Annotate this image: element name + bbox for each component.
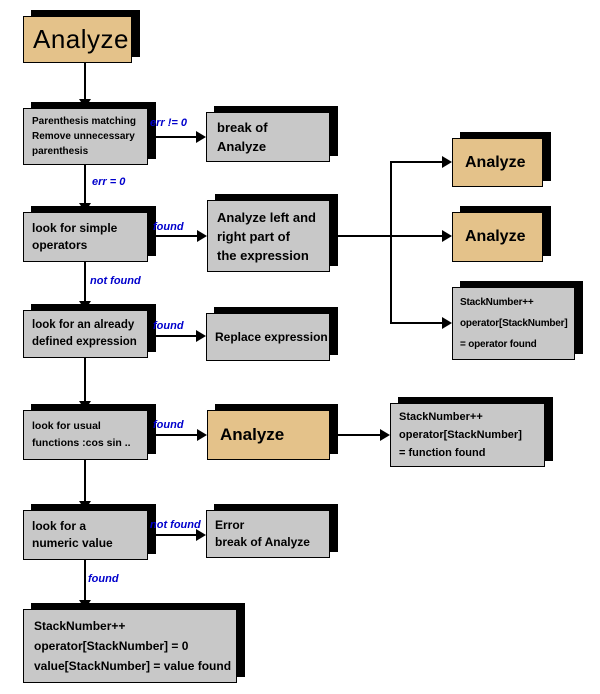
node-line: functions :cos sin ..	[32, 437, 131, 449]
edge-label-not-found-operators: not found	[90, 275, 141, 287]
node-line: right part of	[217, 228, 290, 244]
connector-line	[84, 460, 86, 510]
node-line: break of	[217, 120, 268, 135]
node-line: Error	[215, 518, 245, 532]
edge-label-not-found-numeric: not found	[150, 519, 201, 531]
arrow-right-icon	[196, 131, 206, 143]
connector-line	[84, 63, 86, 108]
arrow-down-icon	[79, 301, 91, 310]
node-label: Analyze	[220, 425, 285, 444]
node-line: look for simple	[32, 221, 118, 235]
node-parenthesis-matching: Parenthesis matching Remove unnecessary …	[23, 108, 148, 165]
edge-label-err-zero: err = 0	[92, 176, 126, 188]
connector-line	[84, 358, 86, 410]
node-look-numeric-value: look for a numeric value	[23, 510, 148, 560]
node-look-already-defined: look for an already defined expression	[23, 310, 148, 358]
node-line: parenthesis	[32, 146, 89, 157]
connector-line	[84, 165, 86, 212]
connector-line	[330, 235, 444, 237]
arrow-down-icon	[79, 600, 91, 609]
arrow-right-icon	[197, 429, 207, 441]
connector-line	[390, 161, 444, 163]
edge-label-found-expression: found	[153, 320, 184, 332]
connector-line	[330, 434, 382, 436]
node-line: defined expression	[32, 336, 137, 348]
arrow-right-icon	[442, 156, 452, 168]
node-line: StackNumber++	[34, 619, 126, 633]
node-line: operator[StackNumber]	[460, 318, 568, 329]
node-line: Parenthesis matching	[32, 116, 136, 127]
node-label: Replace expression	[215, 329, 328, 344]
arrow-right-icon	[380, 429, 390, 441]
connector-line	[148, 136, 198, 138]
node-line: break of Analyze	[215, 535, 310, 549]
edge-label-found-numeric: found	[88, 573, 119, 585]
node-line: operator[StackNumber]	[399, 429, 522, 441]
node-analyze-sub1: Analyze	[452, 138, 543, 187]
arrow-down-icon	[79, 99, 91, 108]
node-line: operators	[32, 238, 88, 252]
node-label: Analyze	[33, 24, 129, 54]
connector-line	[148, 235, 199, 237]
connector-line	[84, 560, 86, 609]
edge-label-found-operators: found	[153, 221, 184, 233]
connector-line	[148, 434, 199, 436]
connector-line	[390, 161, 392, 324]
arrow-down-icon	[79, 203, 91, 212]
arrow-right-icon	[442, 230, 452, 242]
arrow-right-icon	[442, 317, 452, 329]
node-line: look for a	[32, 519, 87, 533]
arrow-down-icon	[79, 501, 91, 510]
node-line: operator[StackNumber] = 0	[34, 639, 189, 653]
node-line: value[StackNumber] = value found	[34, 659, 232, 673]
node-replace-expression: Replace expression	[206, 313, 330, 361]
node-analyze-left-right: Analyze left and right part of the expre…	[207, 200, 330, 272]
node-line: StackNumber++	[460, 297, 534, 308]
connector-line	[84, 262, 86, 310]
node-line: Analyze left and	[217, 209, 316, 225]
node-analyze-functions: Analyze	[207, 410, 330, 460]
node-line: look for an already	[32, 319, 135, 331]
node-label: Analyze	[465, 228, 526, 245]
node-line: the expression	[217, 247, 309, 263]
connector-line	[148, 534, 198, 536]
node-function-found: StackNumber++ operator[StackNumber] = fu…	[390, 403, 545, 467]
node-error-break: Error break of Analyze	[206, 510, 330, 558]
node-value-found: StackNumber++ operator[StackNumber] = 0 …	[23, 609, 237, 683]
node-line: = operator found	[460, 339, 537, 350]
node-analyze-sub2: Analyze	[452, 212, 543, 262]
arrow-down-icon	[79, 401, 91, 410]
node-line: look for usual	[32, 420, 101, 432]
arrow-right-icon	[196, 330, 206, 342]
connector-line	[390, 322, 444, 324]
node-look-usual-functions: look for usual functions :cos sin ..	[23, 410, 148, 460]
edge-label-found-functions: found	[153, 419, 184, 431]
node-line: Analyze	[217, 139, 267, 154]
node-line: Remove unnecessary	[32, 131, 135, 142]
node-line: numeric value	[32, 536, 113, 550]
node-analyze-start: Analyze	[23, 16, 132, 63]
node-line: StackNumber++	[399, 411, 483, 423]
node-line: = function found	[399, 447, 486, 459]
node-operator-found: StackNumber++ operator[StackNumber] = op…	[452, 287, 575, 360]
node-break-of-analyze: break of Analyze	[206, 112, 330, 162]
edge-label-err-not-zero: err != 0	[150, 117, 187, 129]
arrow-right-icon	[197, 230, 207, 242]
node-look-simple-operators: look for simple operators	[23, 212, 148, 262]
arrow-right-icon	[196, 529, 206, 541]
connector-line	[148, 335, 198, 337]
node-label: Analyze	[465, 153, 526, 171]
